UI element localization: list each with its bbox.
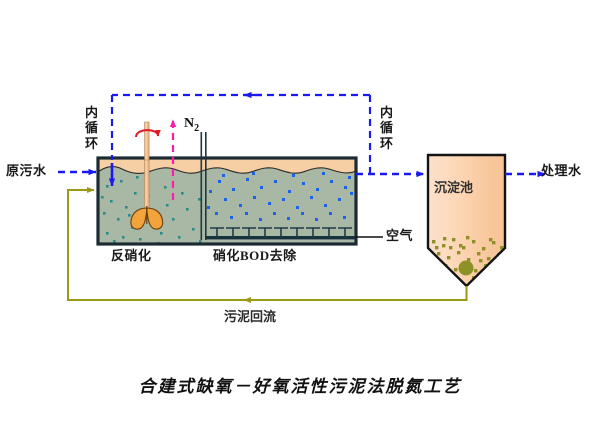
internal-recycle-loop [110, 93, 372, 174]
nitrogen-gas-label: N2 [184, 116, 200, 134]
internal-recycle-label-right: 内循环 [379, 105, 393, 151]
tank-water-body [98, 158, 356, 244]
secondary-clarifier [426, 153, 507, 288]
nitrogen-subscript: 2 [194, 122, 200, 134]
water-surface-line [98, 166, 356, 174]
air-label: 空气 [386, 228, 414, 243]
clarifier-outline [426, 153, 507, 288]
baffle-wall [200, 158, 207, 240]
mixer-shaft-upper [144, 121, 150, 161]
effluent-label: 处理水 [541, 163, 582, 178]
baffle-wall-top-b [205, 132, 207, 160]
mixer-impeller [130, 206, 164, 230]
internal-recycle-label-left: 内循环 [84, 105, 98, 151]
aerobic-zone-particles [207, 172, 353, 221]
nitrogen-symbol: N [184, 116, 195, 131]
air-diffuser-assembly [206, 227, 356, 240]
tank-wall [96, 156, 358, 246]
nitrification-zone-label: 硝化BOD去除 [213, 248, 297, 263]
clarifier-body [428, 155, 505, 286]
air-header-pipe [206, 236, 356, 240]
baffle-wall-top-a [200, 132, 203, 160]
aeration-tank [96, 156, 358, 246]
influent-label: 原污水 [6, 163, 47, 178]
sludge-return-line [67, 186, 468, 304]
mixer-assembly [130, 158, 164, 230]
sludge-hopper-blob [458, 260, 474, 276]
sludge-return-label: 污泥回流 [224, 309, 277, 324]
diagram-title: 合建式缺氧－好氧活性污泥法脱氮工艺 [138, 377, 462, 396]
mixer-rotation-arrow [135, 129, 161, 138]
denitrification-zone-label: 反硝化 [111, 248, 152, 263]
clarifier-label: 沉淀池 [434, 180, 474, 195]
